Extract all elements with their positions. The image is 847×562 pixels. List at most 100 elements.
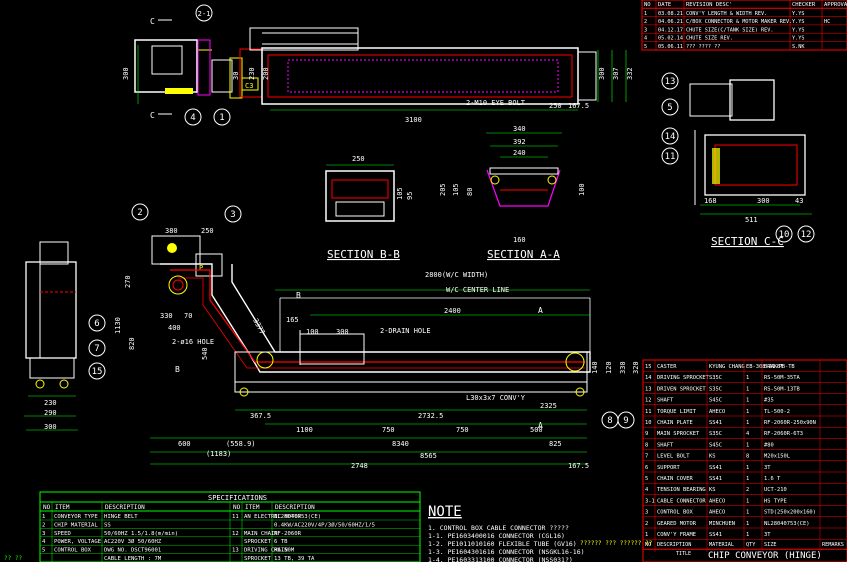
rev-header: APPROVAL (824, 2, 847, 8)
top-view: C3 300 3100 250 167.5 300 307 332 230 20… (122, 17, 634, 124)
dim-b-95: 95 (406, 192, 414, 200)
section-c-view: 168 300 43 511 SECTION C-C (689, 79, 812, 248)
center-line-label: W/C CENTER LINE (446, 286, 509, 294)
green-footer: ?? ?? (4, 555, 22, 562)
part-cell: 1 (746, 521, 749, 527)
part-cell: 8 (645, 442, 648, 448)
balloon-label: 3 (230, 210, 235, 220)
part-footer-header: QTY (746, 542, 756, 548)
dim-w-2400: 2400 (444, 307, 461, 315)
balloon-6: 6 (88, 314, 106, 332)
dim-a-340: 340 (513, 125, 526, 133)
stamp-text: ?????? ??? ?????? ?? (580, 540, 653, 547)
spec-cell: RF-2060R (274, 531, 302, 537)
note-line: 1-4. PE1603313100 CONNECTOR (NSS031?) (428, 556, 573, 562)
spec-cell: CONVEYOR TYPE (54, 514, 98, 520)
dim-top-250: 250 (549, 102, 562, 110)
part-footer-header: SIZE (764, 542, 777, 548)
spec-cell: SPEED (54, 531, 71, 537)
rev-cell: CONV'Y LENGTH & WIDTH REV. (686, 11, 767, 17)
dim-w-100: 100 (306, 328, 319, 336)
dim-a-240: 240 (513, 149, 526, 157)
part-footer-header: REMARKS (822, 542, 844, 548)
part-cell: HS TYPE (764, 498, 787, 504)
balloon-10: 10 (775, 225, 793, 243)
part-cell: 1 (746, 510, 749, 516)
part-footer-header: MATERIAL (709, 542, 734, 548)
part-cell: S35C (709, 386, 722, 392)
dim-w-500: 500 (530, 426, 543, 434)
balloon-label: 9 (623, 416, 628, 426)
part-cell: 2 (746, 487, 749, 493)
dim-c-300: 300 (757, 197, 770, 205)
dim-w-558-9: (558.9) (226, 440, 256, 448)
part-cell: KYUNG CHANG (709, 364, 745, 370)
balloon-label: 4 (190, 113, 195, 123)
balloon-7: 7 (88, 339, 106, 357)
spec-cell: MAIN CHAIN (244, 531, 278, 537)
part-cell: 1 (645, 532, 648, 538)
dim-a-80: 80 (466, 188, 474, 196)
part-cell: 1 (746, 420, 749, 426)
dim-top-30: 30 (232, 72, 240, 80)
part-cell: 1 (746, 532, 749, 538)
dim-w-750b: 750 (456, 426, 469, 434)
dim-w-750a: 750 (382, 426, 395, 434)
drain-hole-label: 2-DRAIN HOLE (380, 327, 431, 335)
dim-w-140: 140 (591, 361, 599, 374)
spec-cell: HINGE BELT (104, 514, 138, 520)
dim-top-200: 200 (262, 67, 270, 80)
spec-cell: 12 (232, 531, 239, 537)
rev-cell: 1 (644, 11, 647, 17)
balloon-2: 2 (131, 203, 149, 221)
dim-w-165: 165 (286, 316, 299, 324)
part-cell: 10 (645, 420, 652, 426)
rev-cell: CHUTE SIZE REV. (686, 36, 733, 42)
spec-cell: CHIP MATERIAL (54, 522, 98, 528)
cut-a-bottom: A (538, 421, 543, 430)
dim-w-120: 120 (605, 361, 613, 374)
part-footer-header: DESCRIPTION (657, 542, 691, 548)
dim-a-160: 160 (513, 236, 526, 244)
part-cell: MAIN SPROCKET (657, 431, 700, 437)
dim-a-100: 100 (578, 183, 586, 196)
spec-cell: DRIVING CHAIN (244, 548, 288, 554)
dim-l-540: 540 (201, 347, 209, 360)
balloon-label: 2-1 (198, 10, 211, 18)
rev-cell: ??? ???? ?? (686, 44, 720, 50)
part-cell: 1 (746, 375, 749, 381)
section-a-view: 340 392 240 160 205 105 80 100 SECTION A… (439, 125, 586, 261)
balloon-8: 8 (601, 411, 619, 429)
part-cell: 1 (746, 476, 749, 482)
cut-c-bottom: C (150, 111, 155, 120)
part-cell: M20x150L (764, 454, 790, 460)
note-line: 1-3. PE1604301616 CONNECTOR (NSGKL16-16) (428, 548, 585, 556)
part-cell: GEARED MOTOR (657, 521, 697, 527)
spec-cell: RS-50M (274, 548, 295, 554)
spec-cell: CABLE LENGTH : 7M (104, 556, 162, 562)
note-lines: 1. CONTROL BOX CABLE CONNECTOR ?????1-1.… (428, 524, 585, 562)
part-cell: RS-50M-13TB (764, 386, 800, 392)
dim-l-330: 330 (160, 312, 173, 320)
spec-cell: 3 (42, 531, 45, 537)
rev-cell: C/BOX CONNECTOR & MOTOR MAKER REV. (686, 19, 792, 25)
part-cell: S35C (709, 375, 722, 381)
dim-w-3377: 3377 (251, 317, 266, 336)
section-c-title: SECTION C-C (711, 235, 784, 248)
rev-cell: Y.YS (792, 19, 805, 25)
part-cell: 3T (764, 465, 771, 471)
balloon-label: 7 (94, 344, 99, 354)
part-cell: STD(250x200x160) (764, 510, 816, 516)
part-cell: BRAKET (764, 364, 784, 370)
dim-w-367-5: 367.5 (250, 412, 271, 420)
part-cell: UCT-210 (764, 487, 787, 493)
section-b-title: SECTION B-B (327, 248, 400, 261)
part-cell: KS (709, 487, 716, 493)
balloon-label: 5 (667, 103, 672, 113)
part-cell: 4 (746, 431, 749, 437)
spec-cell: 0.4KW/AC220V/4P/3Ø/50/60HZ/1/5 (274, 521, 375, 528)
